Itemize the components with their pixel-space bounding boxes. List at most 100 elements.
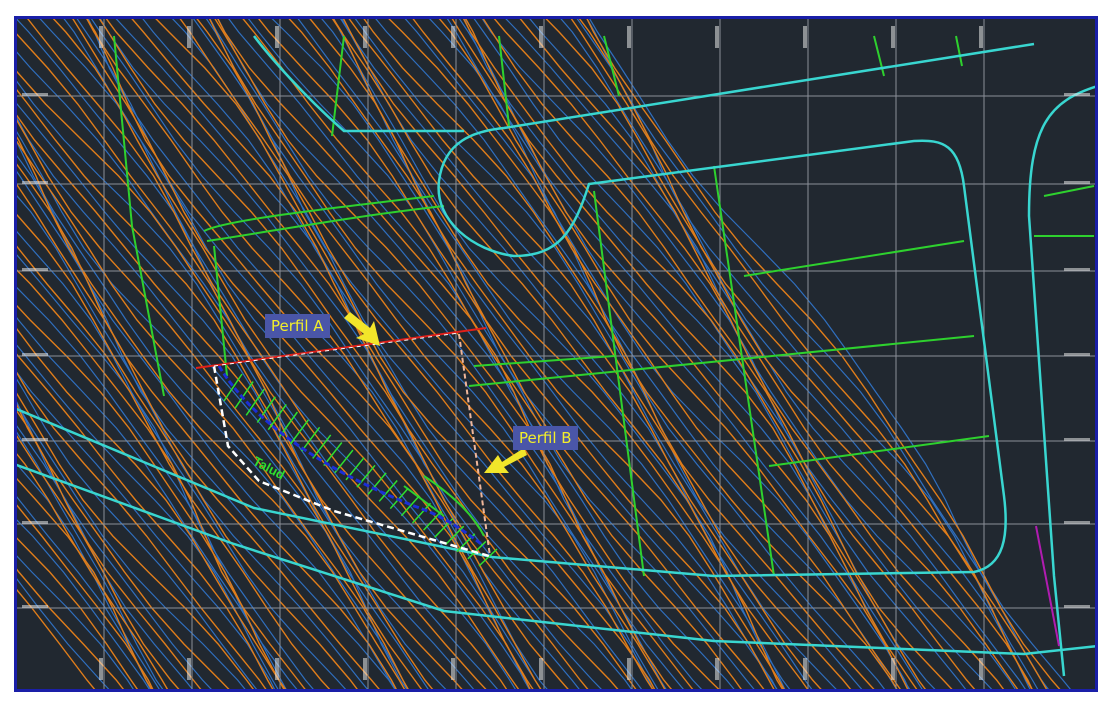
tick-mark [363,26,367,48]
contour-line [14,373,260,692]
hatch-line [234,381,254,409]
contour-line [14,427,166,692]
hatch-line [289,419,310,445]
tick-mark [22,521,48,524]
profile-a-label: Perfil A [265,314,330,338]
contour-line [14,395,215,692]
contour-line [74,16,544,692]
hatch-line [367,472,387,495]
map-viewport[interactable]: Talud Perfil A Perfil B [14,16,1098,692]
contour-line [14,449,170,692]
tick-mark [627,26,631,48]
contour-line [207,16,675,692]
contour-line [14,405,204,692]
contour-line [14,430,183,692]
tick-mark [715,26,719,48]
contour-line [14,250,317,692]
hatch-line [445,525,465,546]
coordinate-ticks [22,26,1090,680]
contour-line [587,16,1074,692]
hatch-line [356,464,376,488]
hatch-line [478,548,498,567]
tick-mark [891,658,895,680]
tick-mark [187,26,191,48]
hatch-line [323,442,343,467]
tick-mark [1064,521,1090,524]
tick-mark [715,658,719,680]
tick-mark [22,93,48,96]
lot-lines [113,35,1095,577]
contour-line [444,16,913,692]
tick-mark [275,658,279,680]
contour-line [14,98,450,692]
contour-line [14,564,127,692]
tick-mark [363,658,367,680]
contour-line [14,516,152,692]
major-contours [14,16,1064,692]
contour-line [14,585,98,692]
tick-mark [627,658,631,680]
tick-mark [1064,181,1090,184]
contour-line [449,16,920,692]
contour-line [14,367,277,692]
hatch-line [312,434,332,459]
tick-mark [1064,93,1090,96]
tick-mark [891,26,895,48]
tick-mark [1064,353,1090,356]
tick-mark [803,26,807,48]
utility-line [1035,525,1060,647]
contour-line [14,492,153,692]
tick-mark [1064,268,1090,271]
tick-mark [99,658,103,680]
tick-mark [979,658,983,680]
section-line-a-dash [213,332,460,367]
contour-line [14,534,141,692]
hatch-line [245,388,265,416]
tick-mark [275,26,279,48]
hatch-line [378,480,398,502]
plan-drawing[interactable]: Talud [14,16,1098,692]
contour-line [14,312,289,692]
tick-mark [539,26,543,48]
hatch-line [267,403,287,431]
arrow-icon [344,312,380,346]
road-edges [14,35,1098,677]
tick-mark [1064,438,1090,441]
tick-mark [187,658,191,680]
section-line-a[interactable] [195,327,487,369]
tick-mark [1064,605,1090,608]
hatch-line [334,449,354,474]
tick-mark [803,658,807,680]
contour-line [255,16,767,692]
hatch-line [467,540,487,560]
hatch-line [400,495,420,517]
hatch-line [223,373,243,402]
tick-mark [22,353,48,356]
contour-line [14,397,233,692]
contour-line [14,397,249,692]
tick-mark [451,658,455,680]
tick-mark [539,658,543,680]
profile-b-label: Perfil B [513,426,578,450]
coordinate-grid [14,16,1098,692]
tick-mark [451,26,455,48]
contour-line [14,574,113,692]
hatch-line [423,510,443,531]
contour-line [14,387,257,692]
contour-line [576,16,1049,692]
hatch-line [301,426,321,452]
hatch-line [256,396,276,423]
section-line-b[interactable] [458,333,491,557]
arrow-icon [484,448,527,473]
contour-line [14,500,155,692]
hatch-line [411,502,432,524]
tick-mark [979,26,983,48]
tick-mark [22,181,48,184]
slope-zone: Talud [212,365,498,567]
tick-mark [22,605,48,608]
tick-mark [22,268,48,271]
contour-line [14,420,196,692]
contour-line [14,125,410,692]
contour-line [14,552,136,692]
tick-mark [99,26,103,48]
